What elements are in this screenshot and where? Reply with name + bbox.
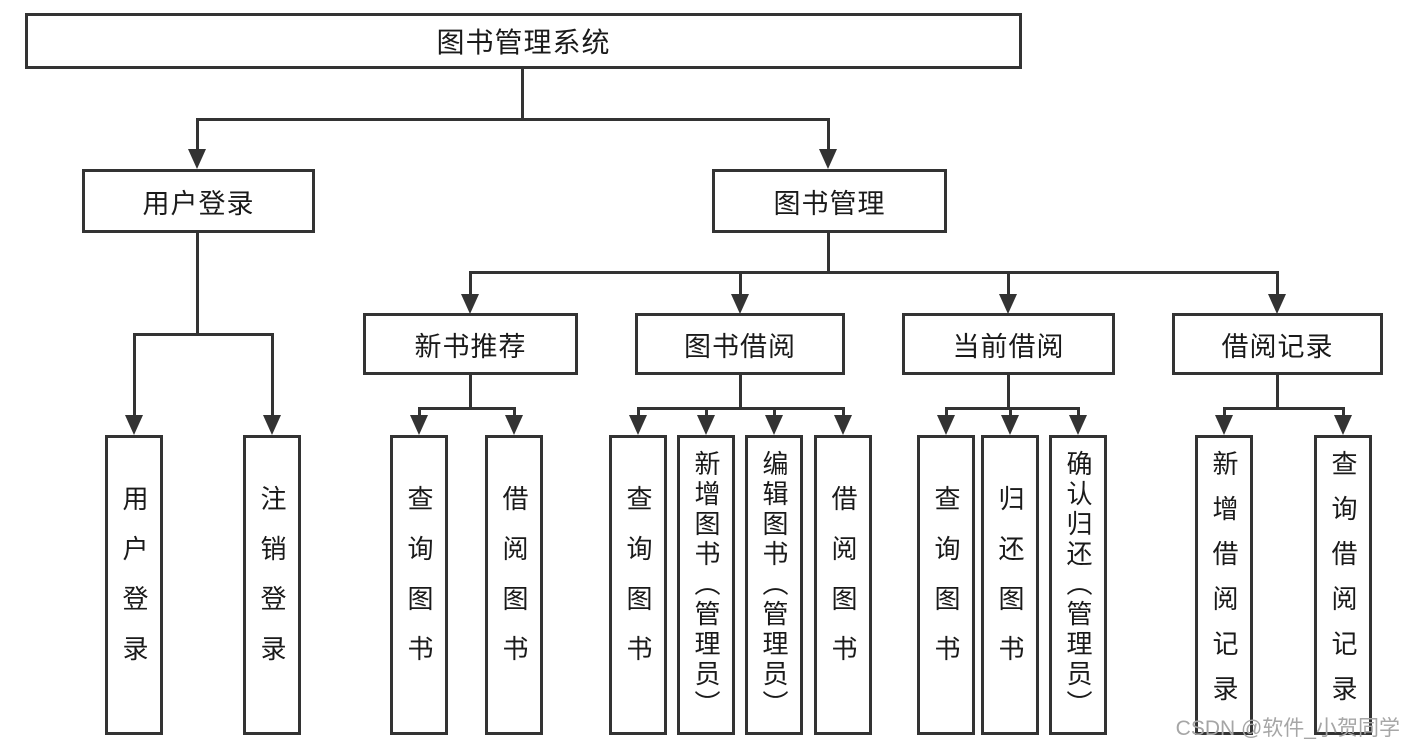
connector-line (271, 333, 274, 416)
leaf-query-books-recommend: 查询图书 (390, 435, 448, 735)
leaf-label: 借阅图书 (499, 485, 529, 685)
node-book-management: 图书管理 (712, 169, 947, 233)
connector-line (469, 271, 1279, 274)
leaf-label: 查询图书 (404, 485, 434, 685)
arrow-down-icon (1069, 415, 1087, 435)
leaf-label: 归还图书 (995, 485, 1025, 685)
leaf-label: 借阅图书 (828, 485, 858, 685)
connector-line (1223, 407, 1345, 410)
connector-line (773, 407, 776, 417)
arrow-down-icon (410, 415, 428, 435)
node-label: 图书管理系统 (436, 27, 611, 58)
connector-line (637, 407, 640, 417)
leaf-borrow-books-recommend: 借阅图书 (485, 435, 543, 735)
leaf-query-books-borrowing: 查询图书 (609, 435, 667, 735)
node-label: 新书推荐 (414, 331, 527, 362)
arrow-down-icon (697, 415, 715, 435)
leaf-query-borrow-record: 查询借阅记录 (1314, 435, 1372, 735)
connector-line (196, 118, 199, 150)
connector-line (945, 407, 948, 417)
leaf-label: 注销登录 (257, 485, 287, 685)
arrow-down-icon (629, 415, 647, 435)
connector-line (469, 375, 472, 409)
leaf-label: 新增图书（管理员） (691, 450, 721, 720)
connector-line (521, 69, 524, 120)
connector-line (945, 407, 1080, 410)
arrow-down-icon (999, 294, 1017, 314)
arrow-down-icon (1268, 294, 1286, 314)
connector-line (1007, 375, 1010, 409)
connector-line (1007, 271, 1010, 295)
node-library-management-system: 图书管理系统 (25, 13, 1022, 69)
leaf-add-borrow-record: 新增借阅记录 (1195, 435, 1253, 735)
leaf-label: 查询图书 (931, 485, 961, 685)
connector-line (637, 407, 845, 410)
connector-line (1223, 407, 1226, 417)
connector-line (1009, 407, 1012, 417)
node-new-book-recommend: 新书推荐 (363, 313, 578, 375)
connector-line (418, 407, 516, 410)
leaf-edit-books-admin: 编辑图书（管理员） (745, 435, 803, 735)
arrow-down-icon (937, 415, 955, 435)
connector-line (1342, 407, 1345, 417)
leaf-label: 新增借阅记录 (1209, 450, 1239, 720)
node-label: 当前借阅 (952, 331, 1065, 362)
leaf-label: 确认归还（管理员） (1063, 450, 1093, 720)
connector-line (133, 333, 136, 416)
arrow-down-icon (125, 415, 143, 435)
leaf-label: 查询图书 (623, 485, 653, 685)
leaf-logout: 注销登录 (243, 435, 301, 735)
connector-line (739, 375, 742, 409)
leaf-add-books-admin: 新增图书（管理员） (677, 435, 735, 735)
node-current-borrowing: 当前借阅 (902, 313, 1115, 375)
connector-line (513, 407, 516, 417)
connector-line (1276, 271, 1279, 295)
connector-line (418, 407, 421, 417)
arrow-down-icon (1334, 415, 1352, 435)
connector-line (469, 271, 472, 295)
leaf-label: 编辑图书（管理员） (759, 450, 789, 720)
leaf-return-books: 归还图书 (981, 435, 1039, 735)
connector-line (827, 233, 830, 274)
node-label: 借阅记录 (1221, 331, 1334, 362)
leaf-label: 用户登录 (119, 485, 149, 685)
node-user-login: 用户登录 (82, 169, 315, 233)
arrow-down-icon (505, 415, 523, 435)
leaf-label: 查询借阅记录 (1328, 450, 1358, 720)
arrow-down-icon (731, 294, 749, 314)
node-borrowing-records: 借阅记录 (1172, 313, 1383, 375)
arrow-down-icon (834, 415, 852, 435)
connector-line (842, 407, 845, 417)
arrow-down-icon (263, 415, 281, 435)
connector-line (196, 118, 830, 121)
arrow-down-icon (188, 149, 206, 169)
leaf-borrow-books: 借阅图书 (814, 435, 872, 735)
connector-line (133, 333, 274, 336)
arrow-down-icon (765, 415, 783, 435)
node-label: 图书管理 (773, 188, 886, 219)
leaf-confirm-return-admin: 确认归还（管理员） (1049, 435, 1107, 735)
arrow-down-icon (461, 294, 479, 314)
csdn-watermark: CSDN @软件_小贺同学 (1175, 717, 1400, 740)
node-label: 用户登录 (142, 188, 255, 219)
arrow-down-icon (1001, 415, 1019, 435)
connector-line (196, 233, 199, 335)
node-book-borrowing: 图书借阅 (635, 313, 845, 375)
connector-line (1077, 407, 1080, 417)
arrow-down-icon (819, 149, 837, 169)
connector-line (827, 118, 830, 150)
connector-line (1276, 375, 1279, 409)
connector-line (739, 271, 742, 295)
node-label: 图书借阅 (684, 331, 796, 362)
arrow-down-icon (1215, 415, 1233, 435)
connector-line (705, 407, 708, 417)
leaf-user-login: 用户登录 (105, 435, 163, 735)
leaf-query-books-current: 查询图书 (917, 435, 975, 735)
